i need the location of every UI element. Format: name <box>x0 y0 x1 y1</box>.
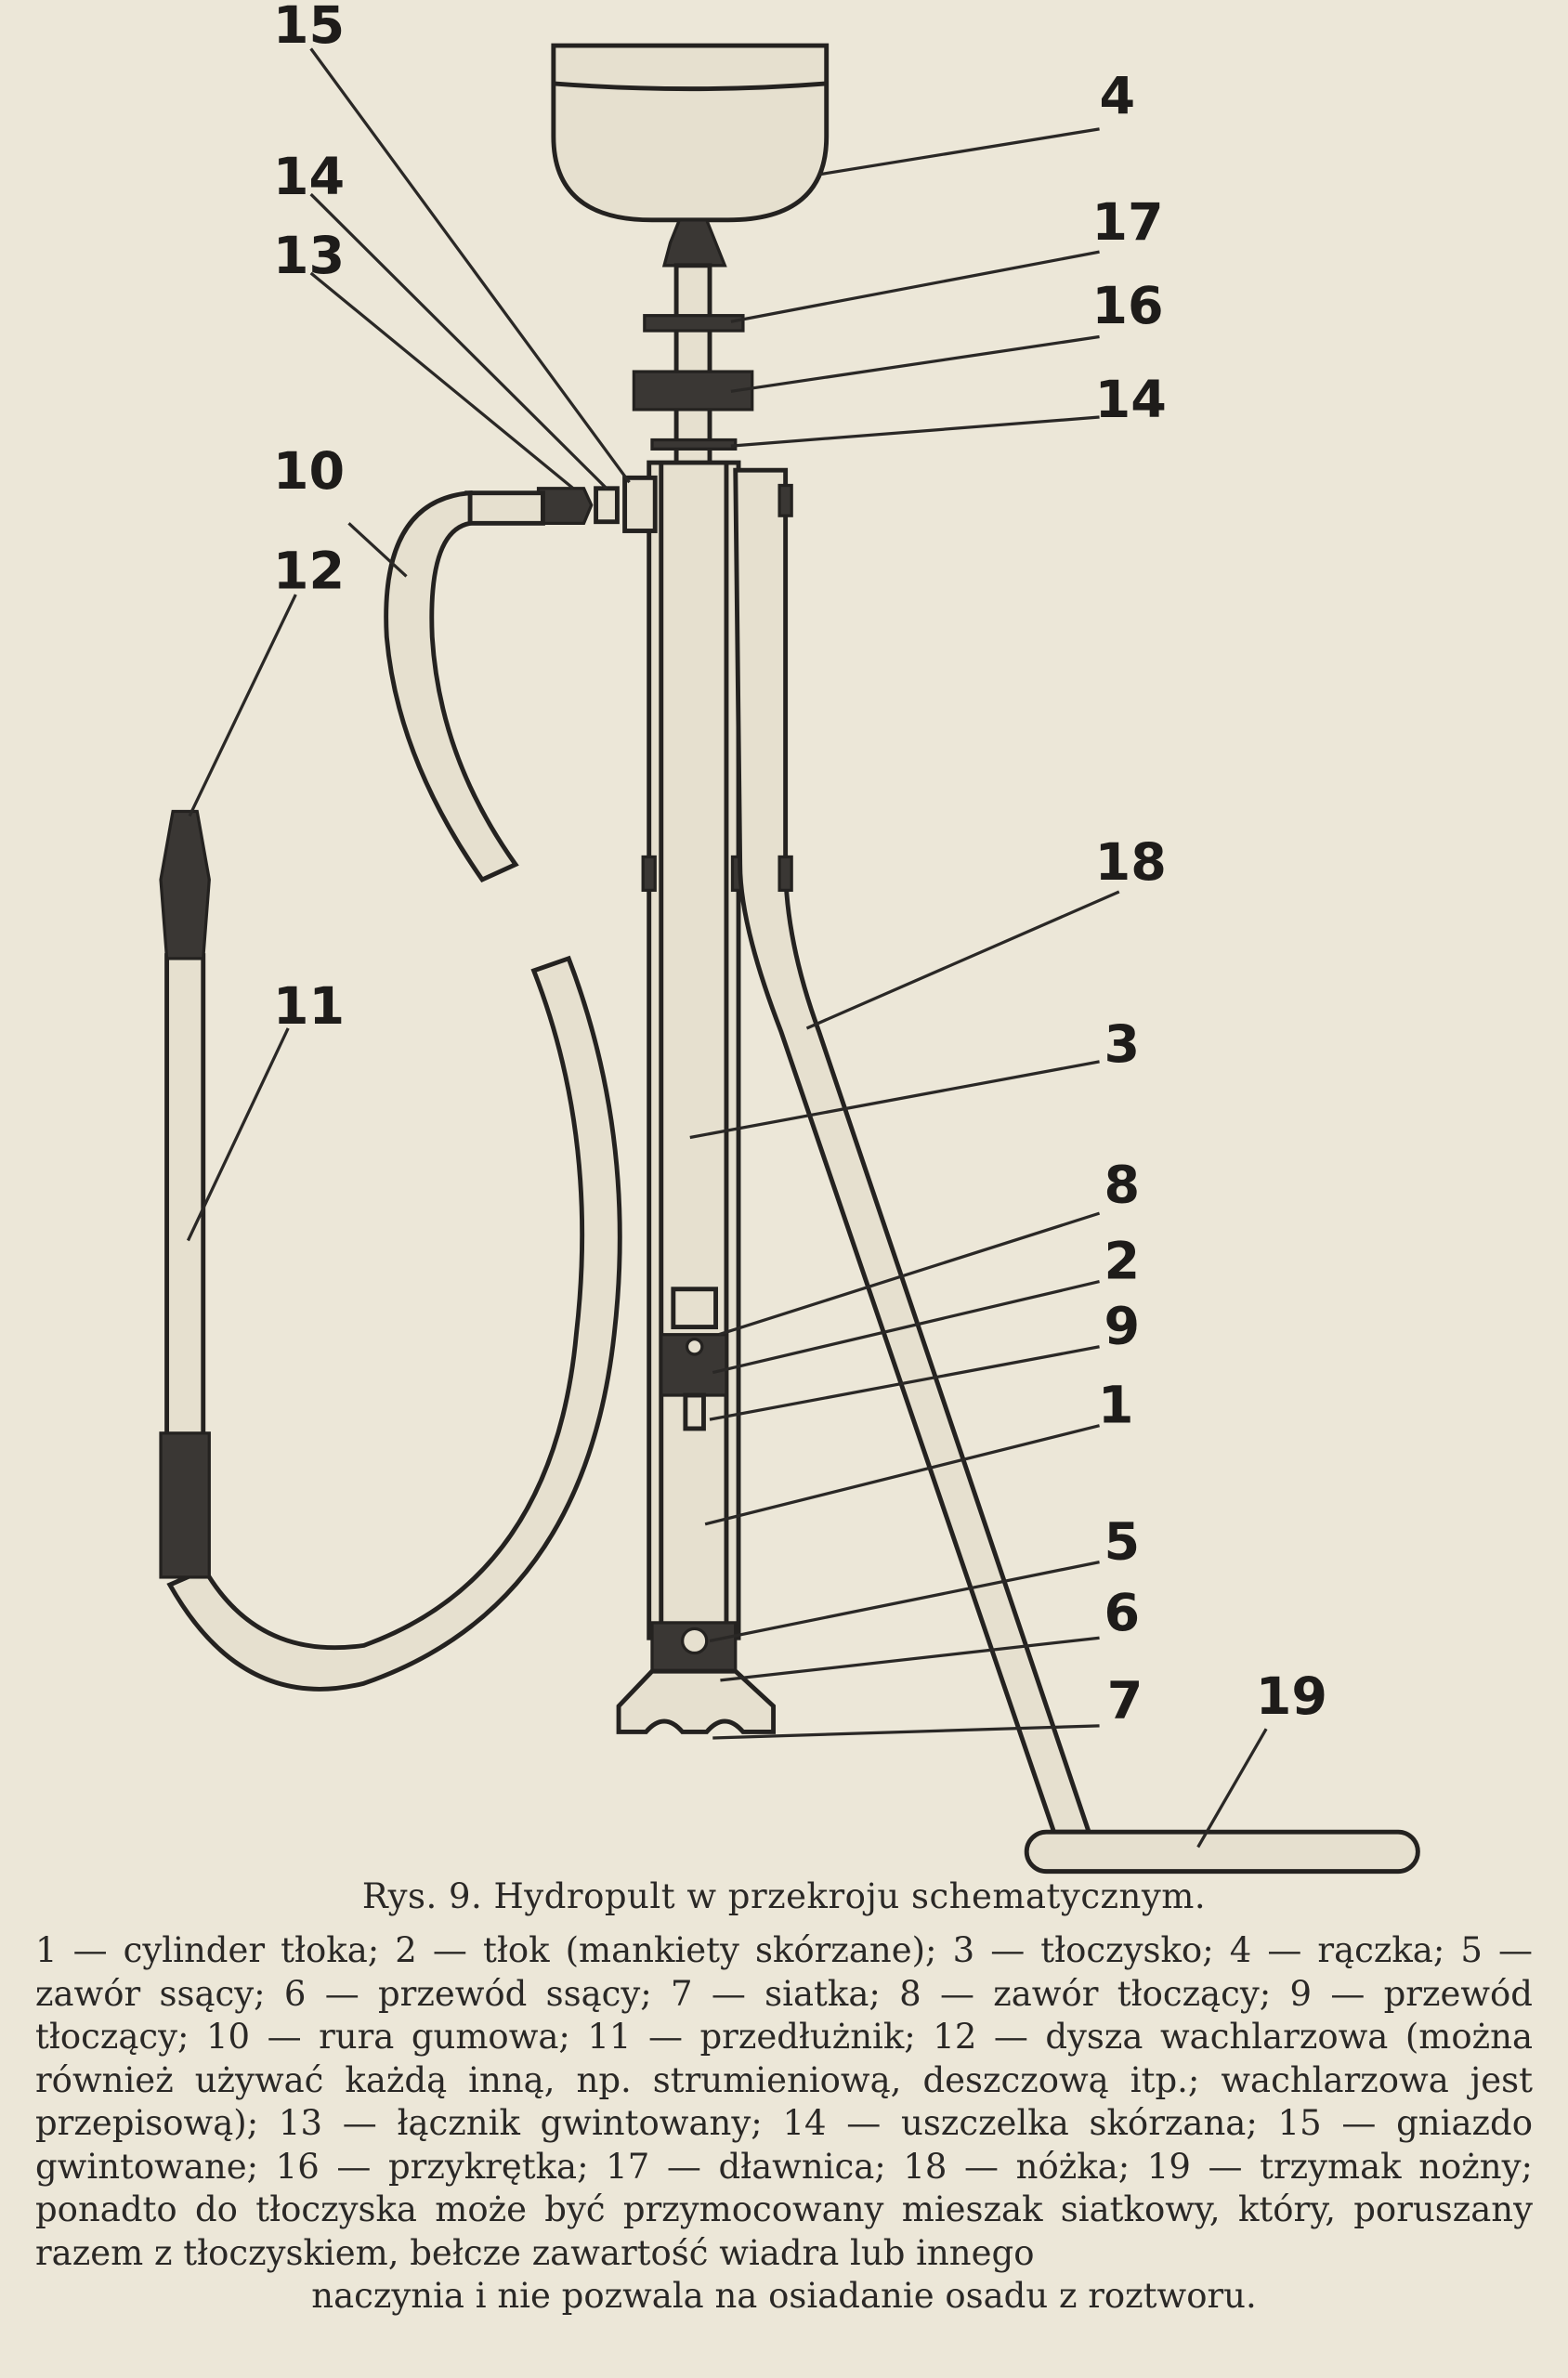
fan-nozzle <box>159 809 211 960</box>
seal <box>650 438 738 451</box>
base-strainer <box>616 1668 777 1734</box>
label-11: 11 <box>273 976 345 1037</box>
label-14-left: 14 <box>273 147 345 207</box>
handle-fill-line <box>553 81 827 92</box>
label-18: 18 <box>1095 832 1167 893</box>
leg-clamp <box>777 483 793 517</box>
label-13: 13 <box>273 226 345 286</box>
label-16: 16 <box>1091 276 1163 336</box>
leg <box>733 467 1092 1835</box>
rubber-hose-upper <box>384 490 519 883</box>
leg-clamp <box>777 855 793 893</box>
cylinder <box>647 460 741 1640</box>
label-7: 7 <box>1107 1671 1143 1731</box>
handle <box>551 43 830 223</box>
label-1: 1 <box>1098 1375 1134 1435</box>
figure-title: Rys. 9. Hydropult w przekroju schematycz… <box>361 1876 1207 1916</box>
threaded-connector <box>536 487 594 525</box>
label-17: 17 <box>1091 192 1163 253</box>
foot-holder <box>1024 1829 1420 1875</box>
threaded-socket <box>622 475 658 533</box>
gland <box>643 314 745 333</box>
valve-ball <box>685 1337 704 1356</box>
label-6: 6 <box>1104 1583 1140 1643</box>
suction-valve-ball <box>680 1627 709 1655</box>
label-12: 12 <box>273 542 345 602</box>
leather-seal <box>594 486 620 525</box>
delivery-channel <box>683 1392 706 1431</box>
label-15: 15 <box>273 0 345 56</box>
rubber-hose-lower <box>166 955 622 1692</box>
handle-mount <box>661 218 727 268</box>
figure-legend: 1 — cylinder tłoka; 2 — tłok (mankiety s… <box>35 1930 1533 2273</box>
leader-lines <box>186 47 1268 1849</box>
label-19: 19 <box>1256 1666 1327 1727</box>
figure-legend-last-line: naczynia i nie pozwala na osiadanie osad… <box>311 2276 1257 2316</box>
figure-caption: Rys. 9. Hydropult w przekroju schematycz… <box>35 1876 1533 2318</box>
label-14-right: 14 <box>1095 370 1167 430</box>
label-2: 2 <box>1104 1231 1140 1291</box>
label-10: 10 <box>273 441 345 502</box>
valve-housing <box>671 1287 718 1330</box>
extension-tube <box>164 953 206 1444</box>
label-9: 9 <box>1104 1297 1140 1357</box>
label-4: 4 <box>1100 67 1136 127</box>
hose-end <box>464 490 545 526</box>
label-3: 3 <box>1104 1014 1140 1075</box>
clamp <box>641 855 657 893</box>
label-8: 8 <box>1104 1156 1140 1216</box>
extension-coupling <box>159 1431 211 1579</box>
label-5: 5 <box>1104 1511 1140 1572</box>
